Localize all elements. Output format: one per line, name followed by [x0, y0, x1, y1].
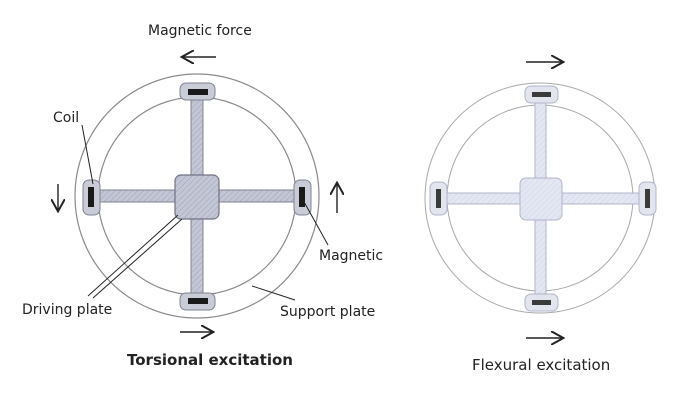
magnet-top-right — [532, 92, 551, 97]
label-support-plate: Support plate — [280, 304, 375, 320]
label-magnetic: Magnetic — [319, 248, 383, 264]
magnet-bottom-right — [532, 300, 551, 305]
beam-left-right — [446, 192, 521, 205]
beam-right — [217, 189, 299, 203]
beam-right-right — [560, 192, 640, 205]
beam-bottom-right — [534, 218, 547, 296]
magnet-right — [299, 187, 305, 207]
magnet-left — [88, 187, 94, 207]
magnet-top — [188, 89, 208, 95]
beam-top-right — [534, 102, 547, 180]
leader-magnetic — [302, 199, 329, 246]
label-driving-plate: Driving plate — [22, 302, 112, 318]
support-plate-outer-ring — [74, 73, 320, 319]
flexural-diagram — [424, 82, 657, 314]
beam-top — [190, 99, 204, 179]
leader-coil — [81, 124, 94, 185]
beam-left — [99, 189, 177, 203]
caption-flexural: Flexural excitation — [472, 356, 610, 374]
torsional-diagram: Magnetic force Coil Magnetic Driving pla… — [22, 23, 383, 369]
driving-plate — [174, 174, 220, 220]
caption-torsional: Torsional excitation — [127, 351, 293, 369]
leader-driving-plate-2 — [92, 218, 183, 299]
magnet-bottom — [188, 298, 208, 304]
label-magnetic-force: Magnetic force — [148, 23, 252, 39]
leader-support-plate — [251, 285, 296, 301]
magnet-right-right — [645, 189, 650, 208]
driving-plate-right — [519, 177, 563, 221]
beam-bottom — [190, 215, 204, 295]
leader-driving-plate-1 — [87, 214, 179, 297]
magnet-left-right — [436, 189, 441, 208]
label-coil: Coil — [53, 110, 79, 126]
